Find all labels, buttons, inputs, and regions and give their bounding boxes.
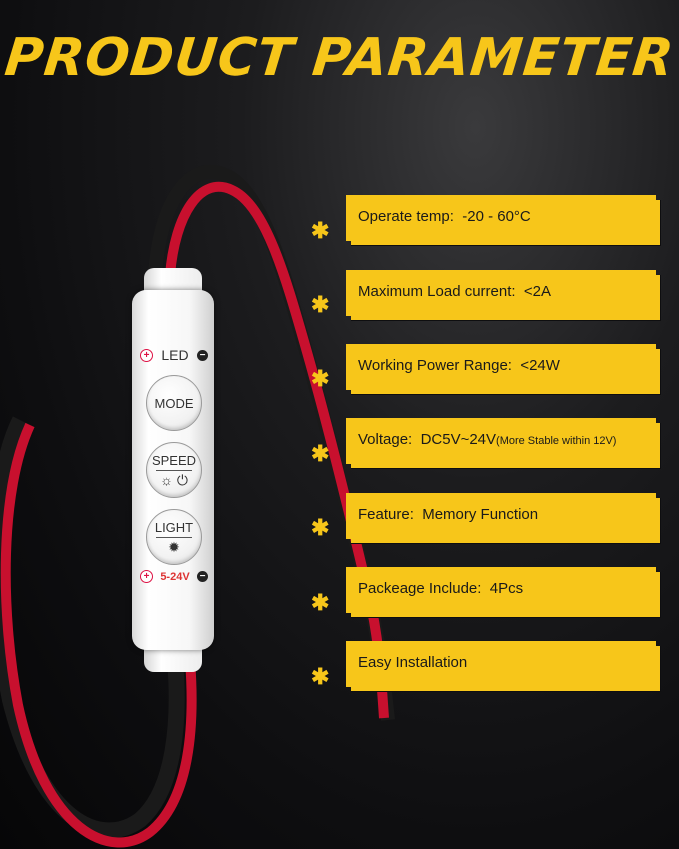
star-icon: ✱: [311, 218, 330, 243]
param-value: -20 - 60°C: [462, 208, 531, 225]
param-label: Working Power Range:: [358, 357, 512, 374]
param-feature: Feature: Memory Function: [346, 493, 661, 544]
star-icon: ✱: [311, 366, 330, 391]
led-label-text: LED: [161, 347, 189, 363]
speed-sun-power-icon: ☼ ⏻: [160, 472, 188, 488]
param-operate-temp: Operate temp: -20 - 60°C: [346, 195, 661, 246]
voltage-input-label: + 5-24V −: [140, 570, 208, 583]
param-installation: Easy Installation: [346, 641, 661, 692]
param-package: Packeage Include: 4Pcs: [346, 567, 661, 618]
speed-divider: [156, 470, 192, 471]
param-label: Easy Installation: [358, 654, 468, 671]
plus-icon: +: [140, 570, 153, 583]
param-value: <24W: [520, 357, 560, 374]
param-voltage: Voltage: DC5V~24V(More Stable within 12V…: [346, 418, 661, 469]
mode-button[interactable]: MODE: [146, 375, 202, 431]
param-power-range: Working Power Range: <24W: [346, 344, 661, 395]
param-max-load-current: Maximum Load current: <2A: [346, 270, 661, 321]
voltage-label-text: 5-24V: [160, 570, 190, 583]
star-icon: ✱: [311, 590, 330, 615]
param-value: DC5V~24V: [420, 431, 497, 448]
led-controller: + LED − MODE SPEED ☼ ⏻ LIGHT ✹ + 5-24V −: [132, 268, 214, 672]
param-value: 4Pcs: [489, 580, 524, 597]
star-icon: ✱: [311, 441, 330, 466]
param-label: Packeage Include:: [358, 580, 482, 597]
param-note: (More Stable within 12V): [496, 435, 617, 447]
light-divider: [156, 537, 192, 538]
mode-button-label: MODE: [154, 395, 194, 411]
speed-button-label: SPEED: [151, 453, 197, 468]
brightness-icon: ✹: [168, 539, 180, 555]
param-label: Feature:: [358, 506, 414, 523]
param-value: Memory Function: [422, 506, 539, 523]
light-button[interactable]: LIGHT ✹: [146, 509, 202, 565]
param-value: <2A: [523, 283, 552, 300]
star-icon: ✱: [311, 664, 330, 689]
param-label: Voltage:: [358, 431, 413, 448]
minus-icon: −: [196, 571, 208, 582]
param-label: Maximum Load current:: [358, 283, 516, 300]
led-output-label: + LED −: [140, 347, 208, 363]
star-icon: ✱: [311, 292, 330, 317]
star-icon: ✱: [311, 515, 330, 540]
plus-icon: +: [140, 348, 153, 362]
light-button-label: LIGHT: [154, 520, 194, 535]
speed-button[interactable]: SPEED ☼ ⏻: [146, 442, 202, 498]
minus-icon: −: [196, 349, 208, 361]
param-label: Operate temp:: [358, 208, 454, 225]
